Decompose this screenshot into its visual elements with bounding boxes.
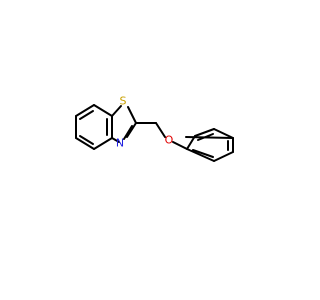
bond — [79, 110, 94, 120]
atom-labels: S N O — [116, 95, 174, 150]
bond — [111, 137, 120, 143]
bond — [75, 104, 95, 117]
bond — [79, 135, 94, 145]
bond — [93, 104, 113, 117]
bond — [172, 141, 188, 150]
bond — [186, 148, 215, 162]
bond — [186, 135, 196, 150]
bonds — [75, 104, 234, 162]
molecule-structure: S N O — [75, 95, 234, 162]
bond — [194, 128, 215, 137]
bond — [185, 136, 234, 139]
bond — [75, 137, 95, 150]
bond — [213, 151, 234, 162]
bond — [155, 122, 166, 138]
bond — [111, 105, 122, 117]
thiazole-nitrogen-label: N — [116, 137, 124, 150]
bond — [93, 137, 113, 150]
bond — [127, 106, 137, 124]
structure-canvas: S N O — [75, 95, 234, 162]
sulfur-atom-label: S — [120, 95, 127, 108]
bond — [213, 128, 234, 139]
bond — [126, 122, 137, 138]
bond — [123, 125, 133, 140]
ether-oxygen-label: O — [165, 134, 174, 147]
bond — [192, 149, 214, 158]
